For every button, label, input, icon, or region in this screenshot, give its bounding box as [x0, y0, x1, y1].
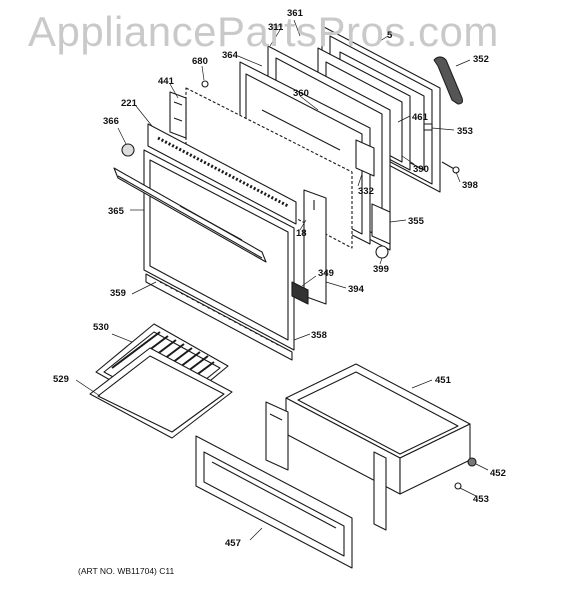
storage-drawer — [285, 363, 471, 495]
callout-394: 394 — [348, 284, 364, 295]
door-hinge-left — [169, 91, 187, 139]
callout-349: 349 — [318, 268, 334, 279]
callout-453: 453 — [473, 494, 489, 505]
callout-18: 18 — [296, 228, 307, 239]
screw-453 — [454, 482, 462, 490]
door-hinge-right — [355, 139, 391, 245]
bumper-452 — [467, 457, 477, 467]
broiler-pan-base — [89, 347, 233, 439]
callout-355: 355 — [408, 216, 424, 227]
callout-452: 452 — [490, 468, 506, 479]
callout-360: 360 — [293, 88, 309, 99]
callout-221: 221 — [121, 98, 137, 109]
callout-365: 365 — [108, 206, 124, 217]
knob-399 — [375, 245, 389, 259]
callout-530: 530 — [93, 322, 109, 333]
door-vent-trim — [147, 123, 297, 225]
callout-680: 680 — [192, 56, 208, 67]
door-gasket — [433, 56, 464, 105]
drawer-front-panel — [195, 435, 353, 569]
callout-451: 451 — [435, 375, 451, 386]
callout-332: 332 — [358, 186, 374, 197]
fastener-353 — [423, 123, 433, 131]
callout-529: 529 — [53, 374, 69, 385]
callout-457: 457 — [225, 538, 241, 549]
callout-359: 359 — [110, 288, 126, 299]
screw-398 — [441, 161, 460, 174]
callout-366: 366 — [103, 116, 119, 127]
callout-352: 352 — [473, 54, 489, 65]
callout-5: 5 — [387, 30, 393, 41]
callout-398: 398 — [462, 180, 478, 191]
clip-680 — [201, 80, 209, 88]
callout-353: 353 — [457, 126, 473, 137]
callout-311: 311 — [268, 22, 284, 33]
plate-349 — [291, 281, 309, 305]
callout-399: 399 — [373, 264, 389, 275]
callout-358: 358 — [311, 330, 327, 341]
drawer-side-panel — [265, 401, 387, 531]
button-366 — [121, 143, 135, 157]
callout-390: 390 — [413, 164, 429, 175]
art-number: (ART NO. WB11704) C11 — [78, 566, 175, 576]
callout-441: 441 — [158, 76, 174, 87]
callout-364: 364 — [222, 50, 238, 61]
door-bottom-trim — [145, 273, 293, 361]
door-side-trim — [303, 189, 327, 305]
callout-461: 461 — [412, 112, 428, 123]
oven-door-front — [113, 149, 295, 351]
callout-361: 361 — [287, 8, 303, 19]
leader-lines — [75, 19, 489, 541]
